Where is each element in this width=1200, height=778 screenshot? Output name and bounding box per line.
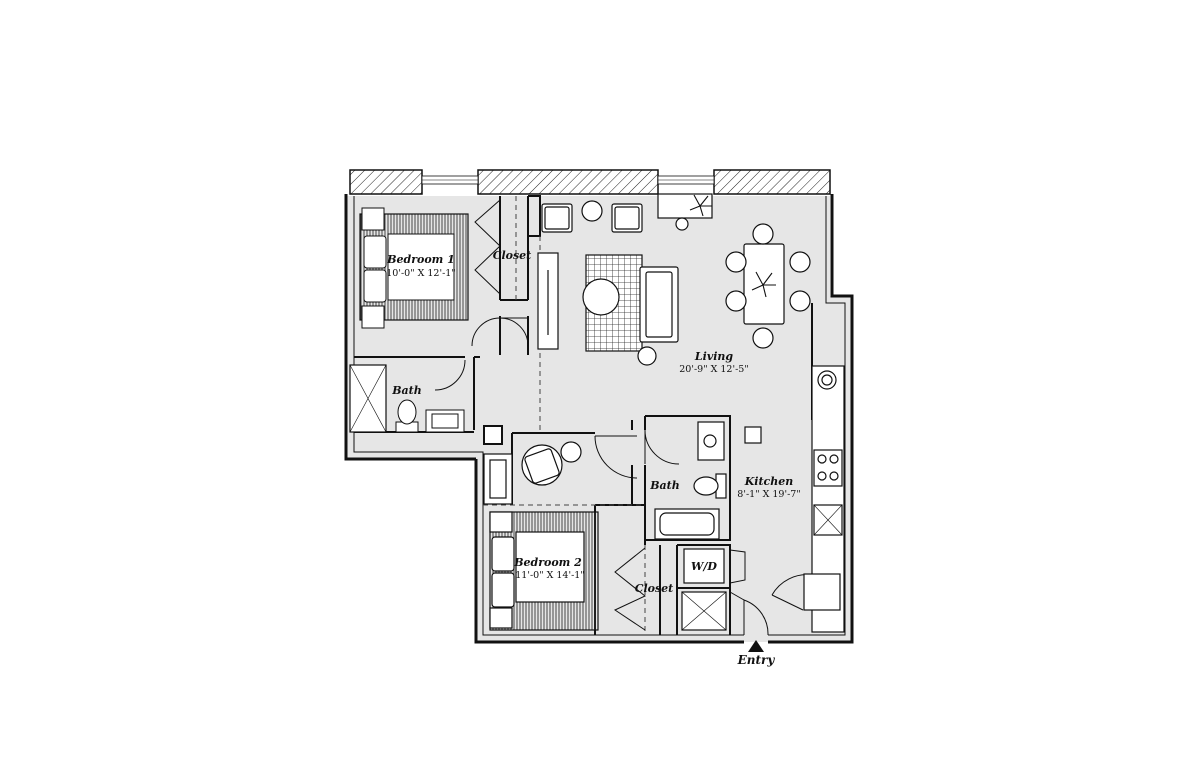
living-name: Living (694, 350, 733, 363)
plant-icon (689, 194, 776, 298)
kitchen-name: Kitchen (744, 475, 794, 488)
top-wall (349, 169, 831, 195)
bedroom1-dimensions: 10'-0" X 12'-1" (386, 268, 455, 279)
kitchen-dimensions: 8'-1" X 19'-7" (737, 489, 800, 500)
bedroom1-name: Bedroom 1 (386, 253, 455, 266)
bedroom2-name: Bedroom 2 (513, 556, 582, 569)
entry-arrow-icon (748, 640, 764, 652)
closet2-label: Closet (635, 582, 674, 595)
bath2-fixtures (654, 421, 727, 540)
room-labels: Bedroom 1 10'-0" X 12'-1" Closet Bath Li… (386, 249, 801, 667)
kitchen-counters (803, 365, 845, 633)
washer-dryer-label: W/D (691, 560, 717, 573)
floor-area (346, 196, 852, 642)
bedroom2-furniture (483, 441, 599, 631)
entry-label: Entry (737, 653, 776, 667)
exterior-walls (344, 194, 854, 644)
bath1-label: Bath (391, 384, 422, 397)
living-dimensions: 20'-9" X 12'-5" (679, 364, 748, 375)
bedroom2-dimensions: 11'-0" X 14'-1" (515, 570, 584, 581)
closet1-label: Closet (493, 249, 532, 262)
bath2-label: Bath (649, 479, 680, 492)
washer-dryer (681, 548, 727, 631)
bath1-fixtures (349, 364, 465, 433)
bedroom1-bed (359, 207, 469, 329)
living-furniture (483, 193, 811, 445)
